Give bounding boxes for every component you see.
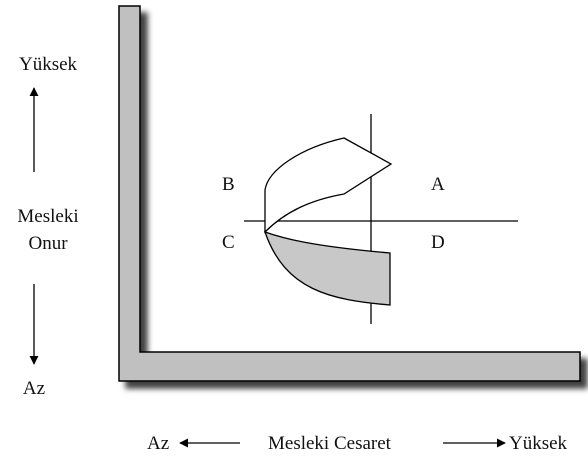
y-axis-title-line1: Mesleki bbox=[17, 206, 78, 227]
quadrant-label-a: A bbox=[431, 174, 445, 195]
y-axis-high-label: Yüksek bbox=[19, 54, 78, 75]
x-axis-low-label: Az bbox=[147, 433, 169, 454]
upper-ribbon bbox=[264, 137, 393, 234]
y-axis-low-label: Az bbox=[23, 378, 45, 399]
quadrant-label-c: C bbox=[222, 232, 235, 253]
quadrant-label-d: D bbox=[431, 232, 445, 253]
y-axis-title-line2: Onur bbox=[28, 233, 68, 254]
x-axis-title: Mesleki Cesaret bbox=[268, 433, 392, 454]
lower-band bbox=[263, 230, 391, 306]
quadrant-label-b: B bbox=[222, 174, 235, 195]
x-axis-high-label: Yüksek bbox=[509, 433, 568, 454]
l-frame bbox=[118, 5, 581, 382]
